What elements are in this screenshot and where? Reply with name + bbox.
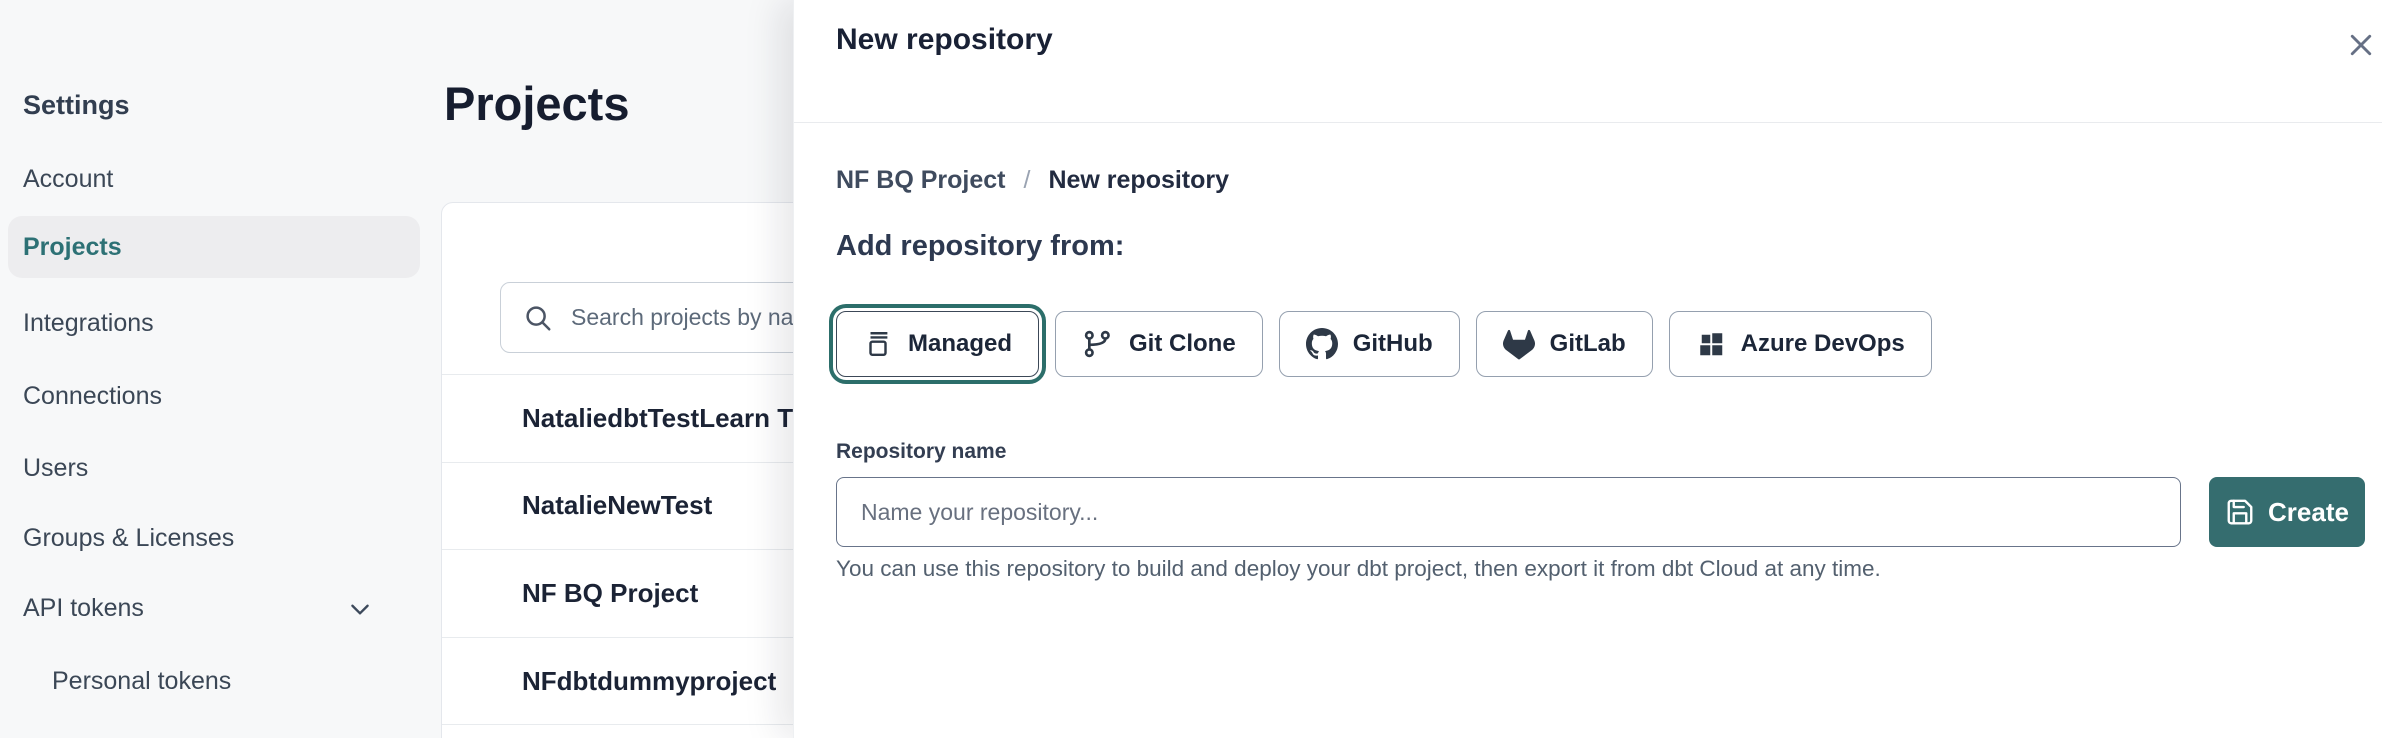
project-name: NFdbtdummyproject — [522, 665, 777, 696]
source-label: Git Clone — [1129, 330, 1236, 357]
add-repository-heading: Add repository from: — [836, 230, 1125, 262]
project-name: NataliedbtTestLearn T — [522, 402, 794, 433]
repository-helper-text: You can use this repository to build and… — [836, 556, 1881, 581]
sidebar-item-groups-licenses[interactable]: Groups & Licenses — [23, 524, 235, 552]
project-name: NatalieNewTest — [522, 490, 713, 521]
create-button-label: Create — [2268, 496, 2349, 527]
close-button[interactable] — [2338, 22, 2382, 68]
breadcrumb-project-link[interactable]: NF BQ Project — [836, 166, 1006, 194]
breadcrumb-separator: / — [1023, 166, 1031, 194]
repo-source-options: Managed Git Clone GitHub GitLab — [836, 311, 1932, 377]
create-button[interactable]: Create — [2209, 477, 2365, 547]
search-placeholder: Search projects by name — [571, 304, 826, 330]
modal-header-divider — [794, 122, 2382, 123]
sidebar-item-personal-tokens[interactable]: Personal tokens — [52, 667, 232, 695]
sidebar-item-projects[interactable]: Projects — [8, 216, 420, 278]
sidebar-item-integrations[interactable]: Integrations — [23, 309, 154, 337]
sidebar-title: Settings — [23, 90, 130, 120]
sidebar-item-label: API tokens — [23, 594, 144, 622]
source-label: Managed — [908, 330, 1013, 357]
sidebar-item-label: Projects — [23, 232, 122, 261]
source-label: GitLab — [1549, 330, 1626, 357]
azure-devops-icon — [1696, 329, 1726, 359]
breadcrumb-current: New repository — [1048, 166, 1230, 194]
sidebar-item-users[interactable]: Users — [23, 454, 89, 482]
source-label: GitHub — [1352, 330, 1433, 357]
chevron-down-icon — [347, 596, 373, 622]
close-icon — [2346, 30, 2376, 60]
repository-name-input[interactable] — [836, 477, 2181, 547]
source-azure-devops-button[interactable]: Azure DevOps — [1668, 311, 1932, 377]
project-name: NF BQ Project — [522, 577, 699, 608]
save-icon — [2225, 497, 2255, 527]
breadcrumb: NF BQ Project / New repository — [836, 166, 1229, 195]
sidebar-item-api-tokens[interactable]: API tokens — [23, 594, 373, 623]
github-icon — [1305, 328, 1338, 360]
modal-title: New repository — [836, 23, 1053, 56]
repository-name-label: Repository name — [836, 440, 1007, 463]
gitlab-icon — [1502, 328, 1535, 360]
git-branch-icon — [1082, 328, 1114, 360]
page-title: Projects — [444, 77, 630, 130]
managed-repo-icon — [863, 329, 893, 359]
source-label: Azure DevOps — [1740, 330, 1905, 357]
source-git-clone-button[interactable]: Git Clone — [1055, 311, 1263, 377]
new-repository-modal: New repository NF BQ Project / New repos… — [793, 0, 2382, 738]
source-gitlab-button[interactable]: GitLab — [1475, 311, 1653, 377]
source-github-button[interactable]: GitHub — [1278, 311, 1460, 377]
sidebar-item-connections[interactable]: Connections — [23, 382, 162, 410]
sidebar-item-account[interactable]: Account — [23, 165, 114, 193]
settings-sidebar: Settings Account Projects Integrations C… — [0, 0, 440, 738]
source-managed-button[interactable]: Managed — [836, 311, 1040, 377]
search-icon — [523, 303, 553, 333]
